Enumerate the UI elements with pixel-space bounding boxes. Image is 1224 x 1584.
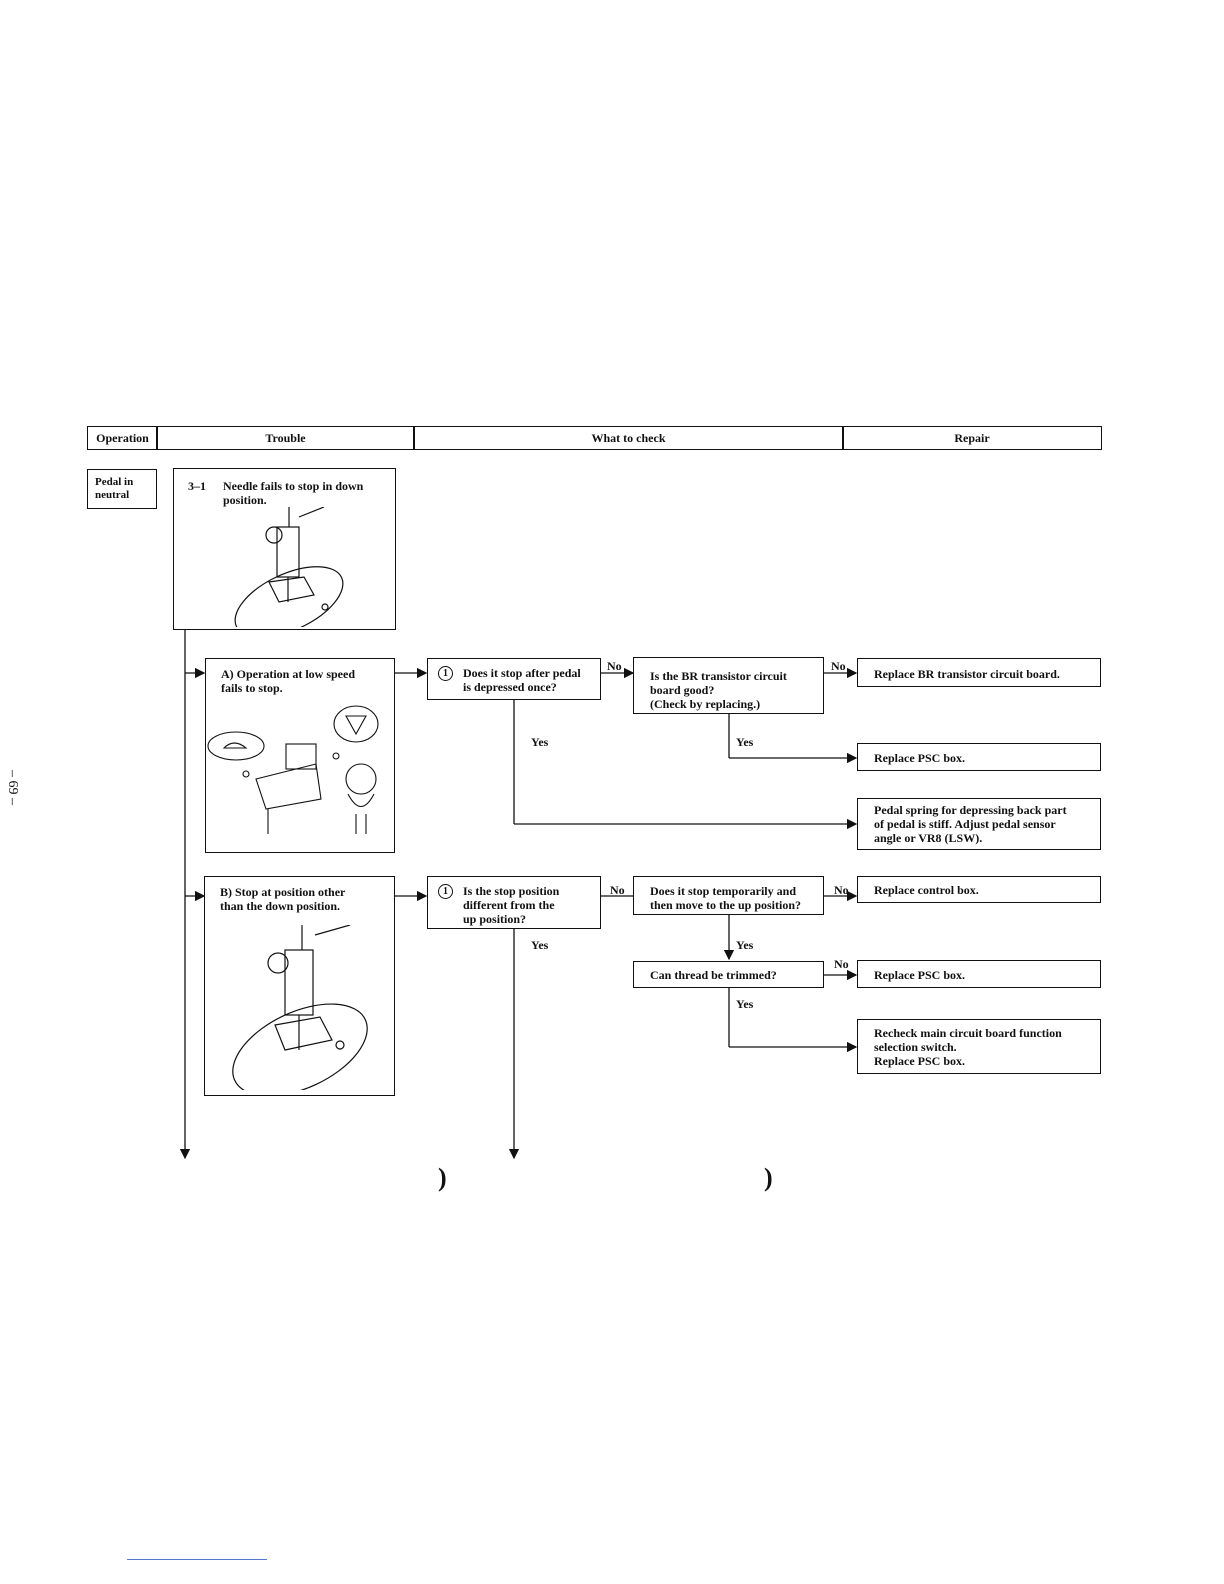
needle-illustration-icon (232, 925, 368, 1090)
header-trouble: Trouble (156, 426, 415, 450)
binding-mark: ) (438, 1163, 447, 1192)
trouble-a-text: A) Operation at low speed fails to stop. (221, 667, 355, 695)
repair-b1-text: Replace control box. (874, 883, 979, 897)
check-a1-text: Does it stop after pedal is depressed on… (463, 666, 581, 694)
label-yes: Yes (736, 938, 754, 952)
trouble-title: Needle fails to stop in down position. (223, 479, 364, 507)
repair-b3-text: Recheck main circuit board function sele… (874, 1026, 1062, 1068)
repair-a2-text: Replace PSC box. (874, 751, 965, 765)
footer-rule (127, 1559, 267, 1560)
label-no: No (834, 957, 849, 971)
label-yes: Yes (736, 997, 754, 1011)
label-yes: Yes (736, 735, 754, 749)
check-b2-box: Does it stop temporarily and then move t… (633, 876, 824, 915)
repair-a1-text: Replace BR transistor circuit board. (874, 667, 1060, 681)
label-no: No (831, 659, 846, 673)
header-what-to-check: What to check (413, 426, 844, 450)
trouble-main-box: 3–1 Needle fails to stop in down positio… (173, 468, 396, 630)
label-no: No (610, 883, 625, 897)
repair-b1-box: Replace control box. (857, 876, 1101, 903)
check-b3-box: Can thread be trimmed? (633, 961, 824, 988)
trouble-a-box: A) Operation at low speed fails to stop. (205, 658, 395, 853)
check-a1-box: 1 Does it stop after pedal is depressed o… (427, 658, 601, 700)
label-yes: Yes (531, 938, 549, 952)
repair-b2-text: Replace PSC box. (874, 968, 965, 982)
binding-mark: ) (764, 1163, 773, 1192)
label-yes: Yes (531, 735, 549, 749)
step-number-badge: 1 (438, 884, 453, 899)
header-operation: Operation (87, 426, 158, 450)
label-no: No (834, 883, 849, 897)
check-a2-box: Is the BR transistor circuit board good?… (633, 657, 824, 714)
check-b1-text: Is the stop position different from the … (463, 884, 560, 926)
repair-b3-box: Recheck main circuit board function sele… (857, 1019, 1101, 1074)
check-a2-text: Is the BR transistor circuit board good?… (650, 669, 787, 711)
trouble-code: 3–1 (188, 479, 206, 493)
machine-cartoon-icon (207, 705, 379, 834)
repair-a3-box: Pedal spring for depressing back part of… (857, 798, 1101, 850)
repair-a2-box: Replace PSC box. (857, 743, 1101, 771)
check-b2-text: Does it stop temporarily and then move t… (650, 884, 802, 912)
trouble-b-box: B) Stop at position other than the down … (204, 876, 395, 1096)
repair-a3-text: Pedal spring for depressing back part of… (874, 803, 1067, 845)
operation-label: Pedal in neutral (87, 469, 157, 509)
label-no: No (607, 659, 622, 673)
step-number-badge: 1 (438, 666, 453, 681)
trouble-b-text: B) Stop at position other than the down … (220, 885, 346, 913)
needle-illustration-icon (234, 507, 344, 627)
check-b3-text: Can thread be trimmed? (650, 968, 777, 982)
check-b1-box: 1 Is the stop position different from the… (427, 876, 601, 929)
repair-a1-box: Replace BR transistor circuit board. (857, 658, 1101, 687)
header-repair: Repair (842, 426, 1102, 450)
repair-b2-box: Replace PSC box. (857, 960, 1101, 988)
